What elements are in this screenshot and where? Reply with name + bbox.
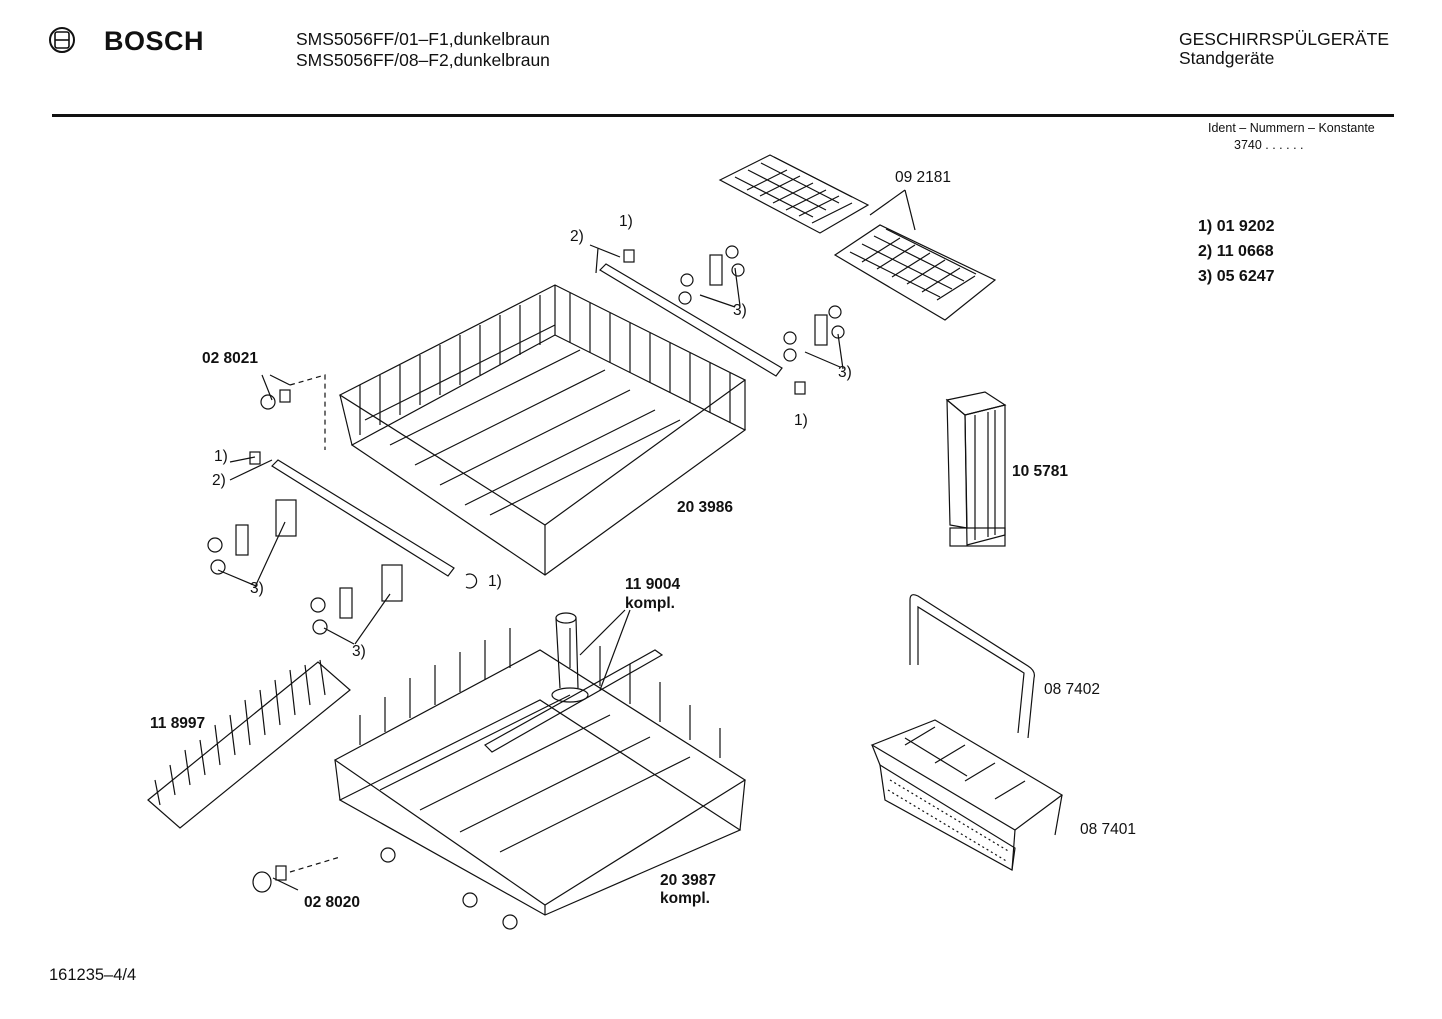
bosch-logo-icon [49, 27, 75, 53]
leader-line [869, 189, 906, 216]
ident-value: 3740 . . . . . . [1234, 138, 1304, 152]
ref-marker-3: 3) [733, 302, 747, 319]
brand-name: BOSCH [104, 26, 205, 56]
label-lower-rack-suffix: kompl. [660, 890, 710, 907]
model-line-1: SMS5056FF/01–F1,dunkelbraun [296, 29, 550, 49]
legend-key: 1) [1198, 218, 1213, 235]
lower-rack-basket [333, 628, 747, 930]
ref-marker-3: 3) [838, 364, 852, 381]
roller-bracket-parts [207, 245, 845, 635]
legend-value: 01 9202 [1216, 218, 1275, 235]
leader-line [699, 267, 741, 308]
label-handle: 08 7402 [1044, 681, 1101, 698]
upper-rack-basket [338, 284, 747, 576]
rail-clip-parts [249, 249, 806, 589]
label-upper-rack: 20 3986 [677, 499, 734, 516]
roller-wheel-lower [252, 865, 287, 893]
leader-line [272, 877, 299, 891]
rack-grid-insert-bottom [833, 224, 997, 321]
cutlery-box [945, 391, 1007, 547]
label-spray-arm-suffix: kompl. [625, 595, 675, 612]
legend-key: 2) [1198, 243, 1213, 260]
cutlery-basket [870, 719, 1064, 871]
ref-marker-2: 2) [570, 228, 584, 245]
leader-line [229, 456, 273, 481]
legend-value: 05 6247 [1216, 268, 1275, 285]
document-number: 161235–4/4 [49, 966, 137, 984]
leader-line [579, 609, 631, 691]
rack-rail-lower [271, 459, 455, 577]
basket-handle [909, 594, 1035, 739]
dashed-guide [289, 856, 341, 873]
leader-line [323, 593, 391, 645]
ref-marker-1: 1) [488, 573, 502, 590]
model-line-2: SMS5056FF/08–F2,dunkelbraun [296, 50, 550, 70]
label-lower-rack: 20 3987 [660, 872, 717, 889]
label-cutlery-basket: 08 7401 [1080, 821, 1137, 838]
legend-value: 11 0668 [1216, 243, 1274, 260]
label-cutlery-box: 10 5781 [1012, 463, 1069, 480]
ref-marker-2: 2) [212, 472, 226, 489]
leader-line [904, 189, 916, 231]
leader-line [217, 521, 286, 588]
spray-arm [484, 612, 664, 753]
label-roller-right: 02 8020 [304, 894, 361, 911]
label-plate-insert: 11 8997 [150, 715, 206, 732]
leader-line [589, 244, 621, 274]
category-title: GESCHIRRSPÜLGERÄTE [1179, 29, 1390, 49]
legend-note-1: 1) 01 9202 [1198, 218, 1275, 236]
legend-key: 3) [1198, 268, 1213, 285]
rack-rail-upper [599, 263, 783, 377]
ref-marker-3: 3) [352, 643, 366, 660]
ref-marker-1: 1) [214, 448, 228, 465]
leader-line [261, 374, 291, 401]
ref-marker-3: 3) [250, 580, 264, 597]
dashed-guide [289, 374, 326, 450]
ident-label: Ident – Nummern – Konstante [1208, 121, 1375, 135]
legend-note-2: 2) 11 0668 [1198, 243, 1274, 261]
label-spray-arm: 11 9004 [625, 576, 681, 593]
label-rack-grid: 09 2181 [895, 169, 952, 186]
rack-grid-insert-top [718, 154, 870, 234]
label-roller-left: 02 8021 [202, 350, 259, 367]
plate-insert [147, 659, 351, 829]
ref-marker-1: 1) [619, 213, 633, 230]
category-subtitle: Standgeräte [1179, 48, 1275, 68]
leader-line [804, 333, 844, 370]
legend-note-3: 3) 05 6247 [1198, 268, 1275, 286]
ref-marker-1: 1) [794, 412, 808, 429]
header-divider [52, 114, 1394, 117]
